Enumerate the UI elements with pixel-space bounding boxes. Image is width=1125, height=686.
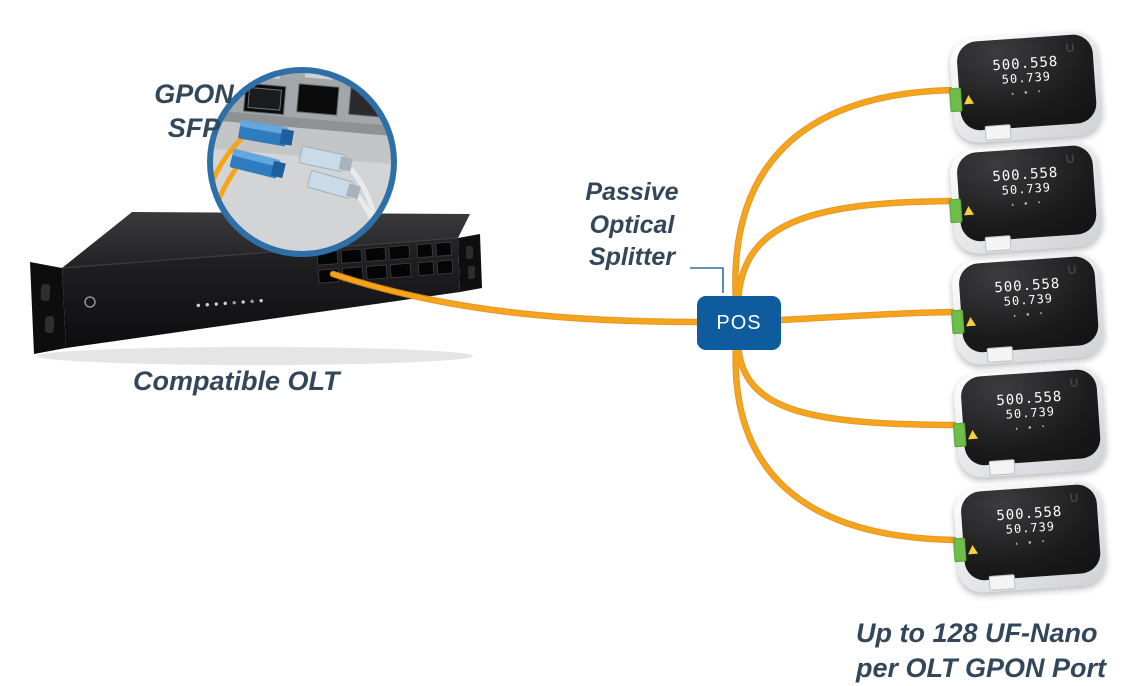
nano-display: 500.558 50.739 ▴ ▪ ▾ bbox=[996, 389, 1065, 433]
fiber-port-green bbox=[950, 309, 965, 335]
nano-display: 500.558 50.739 ▴ ▪ ▾ bbox=[992, 165, 1061, 209]
gpon-sfp-line1: GPON bbox=[154, 79, 234, 109]
display-status-icons: ▴ ▪ ▾ bbox=[1010, 87, 1045, 97]
uf-nano-device-1: U 500.558 50.739 ▴ ▪ ▾ bbox=[948, 29, 1104, 145]
nano-top-face: U 500.558 50.739 ▴ ▪ ▾ bbox=[959, 368, 1102, 467]
display-status-icons: ▴ ▪ ▾ bbox=[1010, 198, 1045, 208]
cable-pos-to-nano-2 bbox=[735, 198, 967, 305]
uf-nano-device-2: U 500.558 50.739 ▴ ▪ ▾ bbox=[948, 140, 1104, 256]
sc-connector-pale bbox=[298, 145, 353, 172]
display-line2: 50.739 bbox=[1003, 291, 1054, 309]
nano-top-face: U 500.558 50.739 ▴ ▪ ▾ bbox=[957, 255, 1100, 354]
sfp-module bbox=[247, 86, 283, 111]
splitter-line1: Passive bbox=[585, 178, 679, 206]
callout-content bbox=[210, 70, 394, 254]
nano-display: 500.558 50.739 ▴ ▪ ▾ bbox=[994, 276, 1063, 320]
olt-right-rack-ear bbox=[458, 234, 482, 292]
compatible-olt-label: Compatible OLT bbox=[133, 366, 340, 396]
passive-optical-splitter-label: Passive Optical Splitter bbox=[576, 176, 688, 274]
warning-label-icon bbox=[967, 544, 979, 555]
nano-top-face: U 500.558 50.739 ▴ ▪ ▾ bbox=[959, 483, 1102, 582]
rack-ear-slot bbox=[466, 246, 473, 259]
sc-connector-pale bbox=[306, 170, 362, 200]
caption-line1: Up to 128 UF-Nano bbox=[856, 618, 1098, 648]
ubiquiti-logo: U bbox=[1069, 490, 1079, 506]
nano-top-face: U 500.558 50.739 ▴ ▪ ▾ bbox=[955, 144, 1098, 243]
display-status-icons: ▴ ▪ ▾ bbox=[1012, 309, 1047, 319]
display-status-icons: ▴ ▪ ▾ bbox=[1014, 537, 1049, 547]
cable-pos-to-nano-1 bbox=[733, 87, 967, 305]
display-status-icons: ▴ ▪ ▾ bbox=[1014, 422, 1049, 432]
display-line2: 50.739 bbox=[1005, 519, 1056, 537]
cable-pos-to-nano-3 bbox=[776, 309, 967, 323]
sc-connector-blue bbox=[229, 149, 286, 179]
olt-front-face bbox=[62, 238, 460, 348]
ethernet-port bbox=[988, 459, 1016, 476]
display-line2: 50.739 bbox=[1001, 69, 1052, 87]
uf-nano-device-4: U 500.558 50.739 ▴ ▪ ▾ bbox=[952, 364, 1108, 480]
pos-splitter-node: POS bbox=[697, 296, 781, 350]
caption-label: Up to 128 UF-Nano per OLT GPON Port bbox=[856, 616, 1106, 686]
warning-label-icon bbox=[967, 429, 979, 440]
sc-connector-blue bbox=[238, 119, 295, 147]
ubiquiti-logo: U bbox=[1067, 262, 1077, 278]
sfp-cage bbox=[296, 83, 340, 116]
fiber-port-green bbox=[952, 537, 967, 563]
fiber-port-green bbox=[952, 422, 967, 448]
caption-line2: per OLT GPON Port bbox=[856, 653, 1107, 684]
olt-logo-mark bbox=[84, 296, 96, 308]
uf-nano-device-5: U 500.558 50.739 ▴ ▪ ▾ bbox=[952, 479, 1108, 595]
warning-label-icon bbox=[965, 316, 977, 327]
callout-ring bbox=[207, 67, 397, 257]
display-line2: 50.739 bbox=[1001, 180, 1052, 198]
nano-display: 500.558 50.739 ▴ ▪ ▾ bbox=[992, 54, 1061, 98]
warning-label-icon bbox=[963, 94, 975, 105]
cable-pos-to-nano-4 bbox=[735, 343, 967, 428]
splitter-leader-line bbox=[690, 267, 724, 293]
ubiquiti-logo: U bbox=[1065, 40, 1075, 56]
sfp-fiber bbox=[210, 135, 245, 223]
display-line2: 50.739 bbox=[1005, 404, 1056, 422]
olt-left-rack-ear bbox=[30, 262, 66, 354]
warning-label-icon bbox=[963, 205, 975, 216]
uf-nano-device-3: U 500.558 50.739 ▴ ▪ ▾ bbox=[950, 251, 1106, 367]
gpon-sfp-callout bbox=[207, 67, 397, 257]
nano-top-face: U 500.558 50.739 ▴ ▪ ▾ bbox=[955, 33, 1098, 132]
gpon-sfp-label: GPON SFP bbox=[138, 78, 250, 146]
ethernet-port bbox=[986, 346, 1014, 363]
olt-front-edge bbox=[61, 237, 459, 269]
cable-pos-to-nano-5 bbox=[733, 343, 967, 543]
olt-shadow bbox=[37, 347, 473, 365]
nano-display: 500.558 50.739 ▴ ▪ ▾ bbox=[996, 504, 1065, 548]
pos-label: POS bbox=[716, 311, 762, 334]
ethernet-port bbox=[988, 574, 1016, 591]
olt-status-leds bbox=[196, 298, 263, 308]
ethernet-port bbox=[984, 124, 1012, 141]
splitter-line2: Optical bbox=[589, 210, 675, 239]
fiber-port-green bbox=[948, 198, 963, 224]
olt-port-block bbox=[316, 241, 454, 284]
ubiquiti-logo: U bbox=[1065, 151, 1075, 167]
cables bbox=[330, 87, 967, 543]
fiber-port-green bbox=[948, 87, 963, 113]
ethernet-port bbox=[984, 235, 1012, 252]
cable-olt-to-pos bbox=[330, 271, 703, 325]
splitter-line3: Splitter bbox=[588, 243, 676, 271]
gpon-sfp-line2: SFP bbox=[167, 112, 221, 143]
ubiquiti-logo: U bbox=[1069, 375, 1079, 391]
fiber-cables bbox=[329, 86, 968, 544]
rack-ear-slot bbox=[468, 266, 475, 279]
rack-ear-slot bbox=[44, 315, 55, 334]
rack-ear-slot bbox=[40, 283, 51, 302]
